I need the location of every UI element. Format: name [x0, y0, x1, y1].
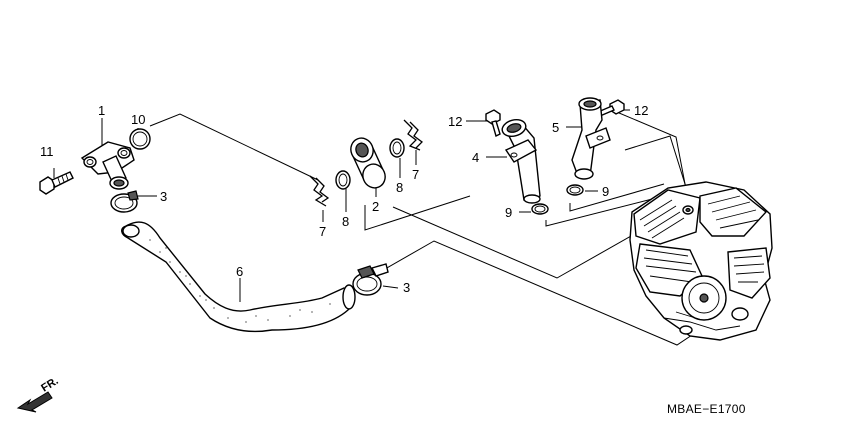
- callout-4: 4: [472, 150, 479, 165]
- diagram-code: MBAE−E1700: [667, 402, 746, 416]
- leader-lines: [53, 109, 708, 346]
- callout-10: 10: [131, 112, 145, 127]
- front-direction-arrow-icon: FR.: [16, 375, 61, 413]
- o-ring-part-9-upper: [566, 184, 584, 196]
- callout-9-upper: 9: [602, 184, 609, 199]
- collar-part-2: [350, 137, 386, 189]
- clip-part-7-left: [309, 175, 330, 207]
- o-ring-part-10: [129, 128, 151, 150]
- callout-2: 2: [372, 199, 379, 214]
- callout-11: 11: [40, 144, 54, 159]
- callout-12-right: 12: [634, 103, 648, 118]
- o-ring-part-8-right: [389, 138, 405, 158]
- clip-part-7-right: [403, 119, 423, 151]
- hose-clamp-part-3-lower: [352, 263, 389, 296]
- callout-12-left: 12: [448, 114, 462, 129]
- callout-1: 1: [98, 103, 105, 118]
- callout-8-left: 8: [342, 214, 349, 229]
- water-hose-part-6: [121, 221, 356, 333]
- water-pipe-part-4: [501, 118, 541, 204]
- callout-7-right: 7: [412, 167, 419, 182]
- hose-joint-part-1: [80, 141, 135, 190]
- callout-3-upper: 3: [160, 189, 167, 204]
- callout-8-right: 8: [396, 180, 403, 195]
- callout-3-lower: 3: [403, 280, 410, 295]
- callout-7-left: 7: [319, 224, 326, 239]
- callout-6: 6: [236, 264, 243, 279]
- water-pipe-part-5: [571, 97, 611, 180]
- callout-5: 5: [552, 120, 559, 135]
- bolt-part-11: [39, 171, 74, 195]
- callout-labels: 1 10 11 3 6 3 7 8 2 8 7 12 4 5 12 9 9: [40, 103, 648, 295]
- direction-label: FR.: [39, 375, 60, 395]
- bolt-part-12-left: [485, 109, 501, 138]
- o-ring-part-9-lower: [531, 203, 549, 215]
- callout-9-lower: 9: [505, 205, 512, 220]
- engine-assembly: [629, 181, 773, 341]
- o-ring-part-8-left: [335, 170, 351, 190]
- hose-clamp-part-3-upper: [110, 190, 139, 213]
